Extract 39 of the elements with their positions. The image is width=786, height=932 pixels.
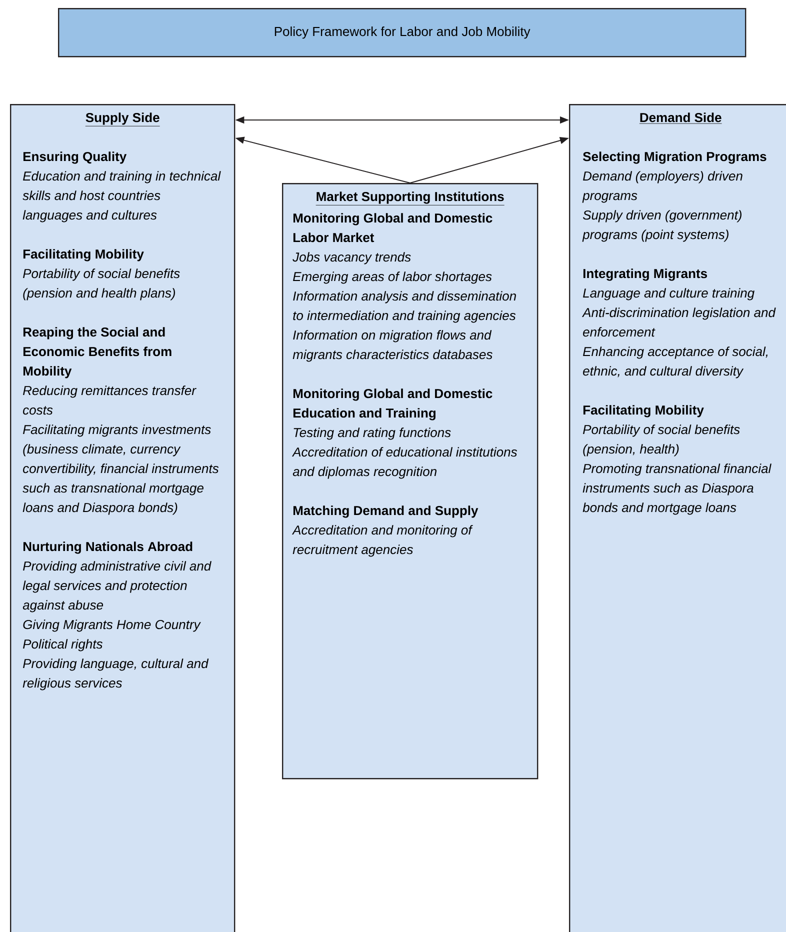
item-text: Jobs vacancy trends [292, 252, 411, 264]
item-text: Portability of social benefits (pension and health plans) [23, 268, 180, 300]
section-heading: Nurturing Nationals Abroad [23, 542, 192, 554]
supply-side-panel [10, 104, 236, 932]
item-text: Anti-discrimination legislation and enforcement [582, 308, 776, 337]
section-heading: Monitoring Global and Domestic Education and Training [293, 388, 492, 420]
item-text: Accreditation of educational institutions and diplomas recognition [292, 447, 518, 479]
item-text: Testing and rating functions [294, 428, 451, 440]
section-heading: Reaping the Social and Economic Benefits from Mobility [23, 327, 172, 378]
item-text: Providing language, cultural and religious services [22, 658, 209, 690]
item-text: Giving Migrants Home Country Political rights [23, 620, 201, 652]
section-heading: Facilitating Mobility [583, 405, 704, 418]
item-text: Accreditation and monitoring of recruitment agencies [292, 525, 473, 557]
panel-heading: Demand Side [639, 112, 722, 124]
section-heading: Ensuring Quality [23, 152, 127, 164]
item-text: Language and culture training [583, 288, 754, 300]
item-text: Enhancing acceptance of social, ethnic, and cultural diversity [583, 346, 768, 378]
panel-heading: Market Supporting Institutions [316, 192, 505, 206]
item-text: Portability of social benefits (pension, health) [583, 424, 740, 456]
item-text: Supply driven (government) programs (point systems) [582, 210, 742, 242]
item-text: Facilitating migrants investments (business climate, currency convertibility, financial instruments such as transnational mortgage loans and Diaspora bonds) [22, 424, 219, 515]
item-text: Emerging areas of labor shortages [293, 272, 492, 284]
item-text: Promoting transnational financial instruments such as Diaspora bonds and mortgage loans [582, 464, 772, 515]
item-text: Demand (employers) driven programs [582, 171, 742, 203]
panel-heading: Supply Side [85, 112, 160, 126]
title-box [58, 8, 746, 58]
item-text: Information analysis and dissemination to intermediation and training agencies [293, 291, 516, 323]
section-heading: Matching Demand and Supply [293, 506, 478, 518]
section-heading: Integrating Migrants [583, 268, 707, 281]
demand-side-panel [569, 104, 786, 932]
item-text: Information on migration flows and migrants characteristics databases [292, 330, 492, 362]
item-text: Education and training in technical skills and host countries languages and cultures [22, 171, 221, 222]
item-text: Providing administrative civil and legal services and protection against abuse [22, 561, 212, 612]
section-heading: Facilitating Mobility [23, 249, 144, 262]
section-heading: Selecting Migration Programs [582, 152, 766, 164]
item-text: Reducing remittances transfer costs [23, 386, 196, 415]
institutions-box [282, 183, 538, 780]
title-text: Policy Framework for Labor and Job Mobility [274, 26, 530, 39]
section-heading: Monitoring Global and Domestic Labor Market [293, 213, 492, 242]
